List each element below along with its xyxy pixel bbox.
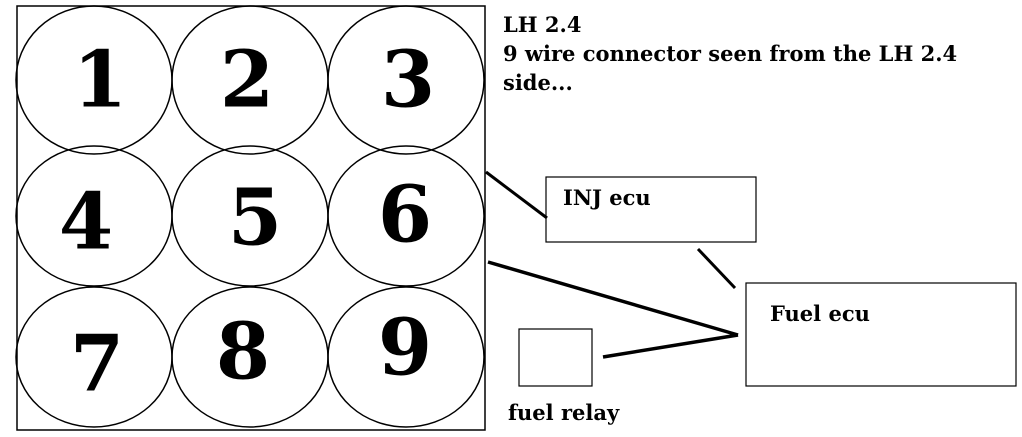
pin-9-label: 9 [378, 303, 432, 394]
fuel-ecu-box [745, 282, 1017, 387]
fuel-ecu-label: Fuel ecu [770, 301, 870, 326]
pin-1-label: 1 [73, 35, 127, 126]
title-note: LH 2.4 9 wire connector seen from the LH… [503, 10, 957, 97]
pin-3-circle [327, 5, 485, 155]
wire-pin6-to-inj-ecu [485, 170, 548, 220]
pin-3-label: 3 [381, 35, 435, 126]
fuel-relay-box [518, 328, 593, 387]
pin-5-label: 5 [228, 173, 282, 264]
description-line-1: 9 wire connector seen from the LH 2.4 [503, 41, 958, 66]
fuel-relay-label: fuel relay [508, 400, 620, 425]
pin-7-label: 7 [70, 319, 124, 410]
pin-6-label: 6 [378, 170, 432, 261]
pin-9-circle [327, 286, 485, 428]
pin-2-label: 2 [220, 35, 274, 126]
wire-pin6-to-fuel-ecu [487, 260, 739, 337]
title-line: LH 2.4 [503, 12, 582, 37]
pin-4-label: 4 [59, 177, 113, 268]
inj-ecu-label: INJ ecu [563, 185, 651, 210]
pin-6-circle [327, 145, 485, 287]
wire-fuel-relay-to-fuel-ecu [602, 333, 739, 359]
wire-inj-ecu-to-fuel-ecu [696, 247, 737, 290]
pin-8-label: 8 [216, 307, 270, 398]
description-line-2: side... [503, 70, 573, 95]
inj-ecu-box [545, 176, 757, 243]
